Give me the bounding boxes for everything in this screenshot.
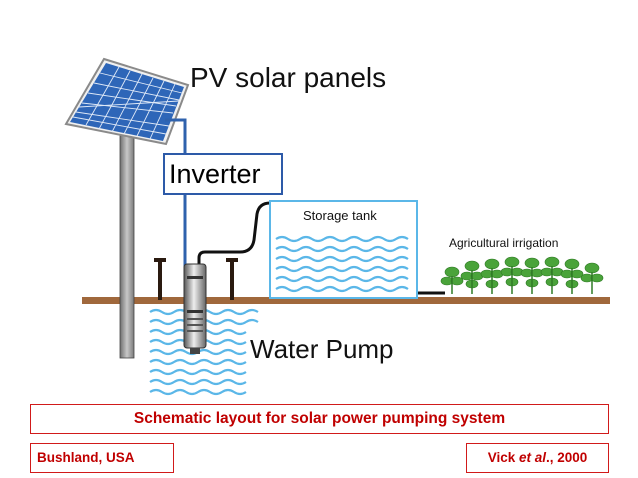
storage-tank-label: Storage tank <box>303 208 377 223</box>
location-box: Bushland, USA <box>30 443 174 473</box>
storage-tank <box>269 200 418 299</box>
ground-line <box>82 297 610 304</box>
irrigation-label: Agricultural irrigation <box>449 236 559 250</box>
citation-etal: et al <box>518 450 546 465</box>
solar-pumping-diagram <box>64 57 610 396</box>
location-text: Bushland, USA <box>37 450 135 465</box>
irrigation-plants <box>440 256 604 294</box>
inverter-box: Inverter <box>163 153 283 195</box>
citation-author: Vick <box>487 450 519 465</box>
pv-panels-label: PV solar panels <box>190 62 387 93</box>
water-pump-label: Water Pump <box>250 334 394 364</box>
delivery-pipe <box>197 201 285 300</box>
citation-year: ., 2000 <box>546 450 588 465</box>
panel-wire <box>165 118 187 155</box>
citation-box: Vick et al., 2000 <box>466 443 609 473</box>
caption-text: Schematic layout for solar power pumping… <box>133 410 506 427</box>
pv-solar-panel <box>64 57 190 146</box>
caption-box: Schematic layout for solar power pumping… <box>30 404 609 434</box>
panel-pole <box>119 117 135 359</box>
inverter-label: Inverter <box>169 159 261 189</box>
well-casing <box>154 258 238 300</box>
well-water <box>149 308 259 396</box>
submersible-pump <box>183 263 207 354</box>
